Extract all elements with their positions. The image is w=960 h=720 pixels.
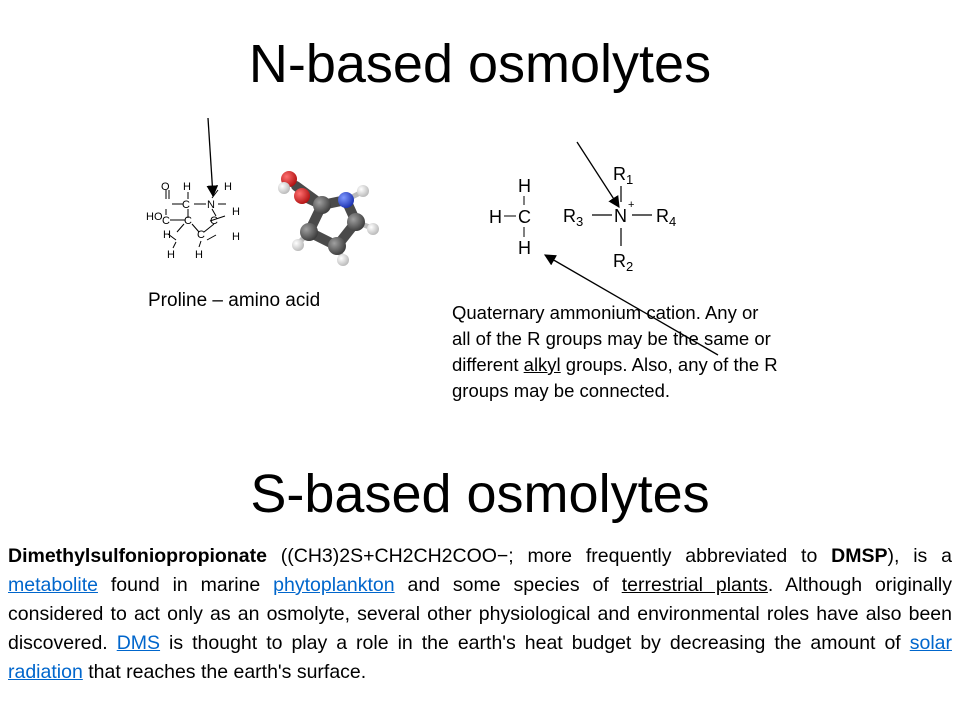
atom-label: 2 xyxy=(626,259,633,274)
atom-label: O xyxy=(161,181,170,193)
atom-label: C xyxy=(518,207,531,227)
atom-label: H xyxy=(489,207,502,227)
charge-label: + xyxy=(628,199,634,211)
terrestrial-plants-link[interactable]: terrestrial plants xyxy=(621,574,768,596)
atom-label: C xyxy=(184,215,192,227)
atom-label: H xyxy=(518,176,531,196)
dmsp-term: Dimethylsulfoniopropionate xyxy=(8,545,267,567)
atom-label: N xyxy=(614,206,627,226)
phytoplankton-link[interactable]: phytoplankton xyxy=(273,574,395,596)
atom-label: C xyxy=(210,215,218,227)
dms-link[interactable]: DMS xyxy=(116,632,161,654)
metabolite-link[interactable]: metabolite xyxy=(8,574,98,596)
atom-label: C xyxy=(182,199,190,211)
pointer-arrow xyxy=(576,141,620,208)
atom-label: H xyxy=(195,249,203,261)
atom-label: R xyxy=(563,206,576,226)
proline-structural-formula: O C H N H HO C H H C H C H H C xyxy=(146,181,240,261)
atom-label: C xyxy=(197,229,205,241)
atom-label: 4 xyxy=(669,214,676,229)
pointer-arrow xyxy=(543,254,719,356)
dmsp-abbreviation: DMSP xyxy=(831,545,888,567)
proline-3d-model xyxy=(278,171,379,266)
n-section-title: N-based osmolytes xyxy=(248,34,712,94)
atom-label: R xyxy=(613,251,626,271)
caption-text: Quaternary ammonium cation. Any or all o… xyxy=(452,302,771,375)
paragraph-text: and some species of xyxy=(394,574,622,596)
methyl-group-structure: H H C H xyxy=(489,176,531,258)
paragraph-text: is thought to play a role in the earth's… xyxy=(160,632,910,654)
svg-text:R4: R4 xyxy=(656,206,676,229)
atom-label: 3 xyxy=(576,214,583,229)
svg-text:R1: R1 xyxy=(613,164,633,187)
atom-label: 1 xyxy=(626,172,633,187)
ammonium-structure: R1 R2 R3 R4 N + xyxy=(563,164,676,274)
caption-text: groups. Also, any of the R groups may be… xyxy=(452,354,778,401)
atom-label: H xyxy=(518,238,531,258)
atom-label: N xyxy=(207,199,215,211)
quaternary-ammonium-caption: Quaternary ammonium cation. Any or all o… xyxy=(452,300,782,404)
paragraph-text: ), is a xyxy=(887,545,952,567)
dmsp-paragraph: Dimethylsulfoniopropionate ((CH3)2S+CH2C… xyxy=(8,542,952,687)
paragraph-text: . Although originally considered to act … xyxy=(8,574,952,654)
atom-label: H xyxy=(163,229,171,241)
paragraph-text: found in marine xyxy=(97,574,274,596)
solar-radiation-link[interactable]: solar radiation xyxy=(8,632,952,683)
svg-text:R3: R3 xyxy=(563,206,583,229)
atom-label: HO xyxy=(146,211,163,223)
s-section-title: S-based osmolytes xyxy=(250,464,710,524)
atom-label: H xyxy=(224,181,232,193)
paragraph-text: ((CH3)2S+CH2CH2COO−; more frequently abb… xyxy=(266,545,832,567)
pointer-arrow xyxy=(206,117,219,198)
atom-label: H xyxy=(167,249,175,261)
proline-caption: Proline – amino acid xyxy=(148,290,321,311)
atom-label: R xyxy=(613,164,626,184)
svg-text:R2: R2 xyxy=(613,251,633,274)
atom-label: R xyxy=(656,206,669,226)
alkyl-link[interactable]: alkyl xyxy=(523,354,561,375)
atom-label: C xyxy=(162,215,170,227)
atom-label: H xyxy=(183,181,191,193)
atom-label: H xyxy=(232,231,240,243)
paragraph-text: that reaches the earth's surface. xyxy=(82,661,367,683)
atom-label: H xyxy=(232,206,240,218)
